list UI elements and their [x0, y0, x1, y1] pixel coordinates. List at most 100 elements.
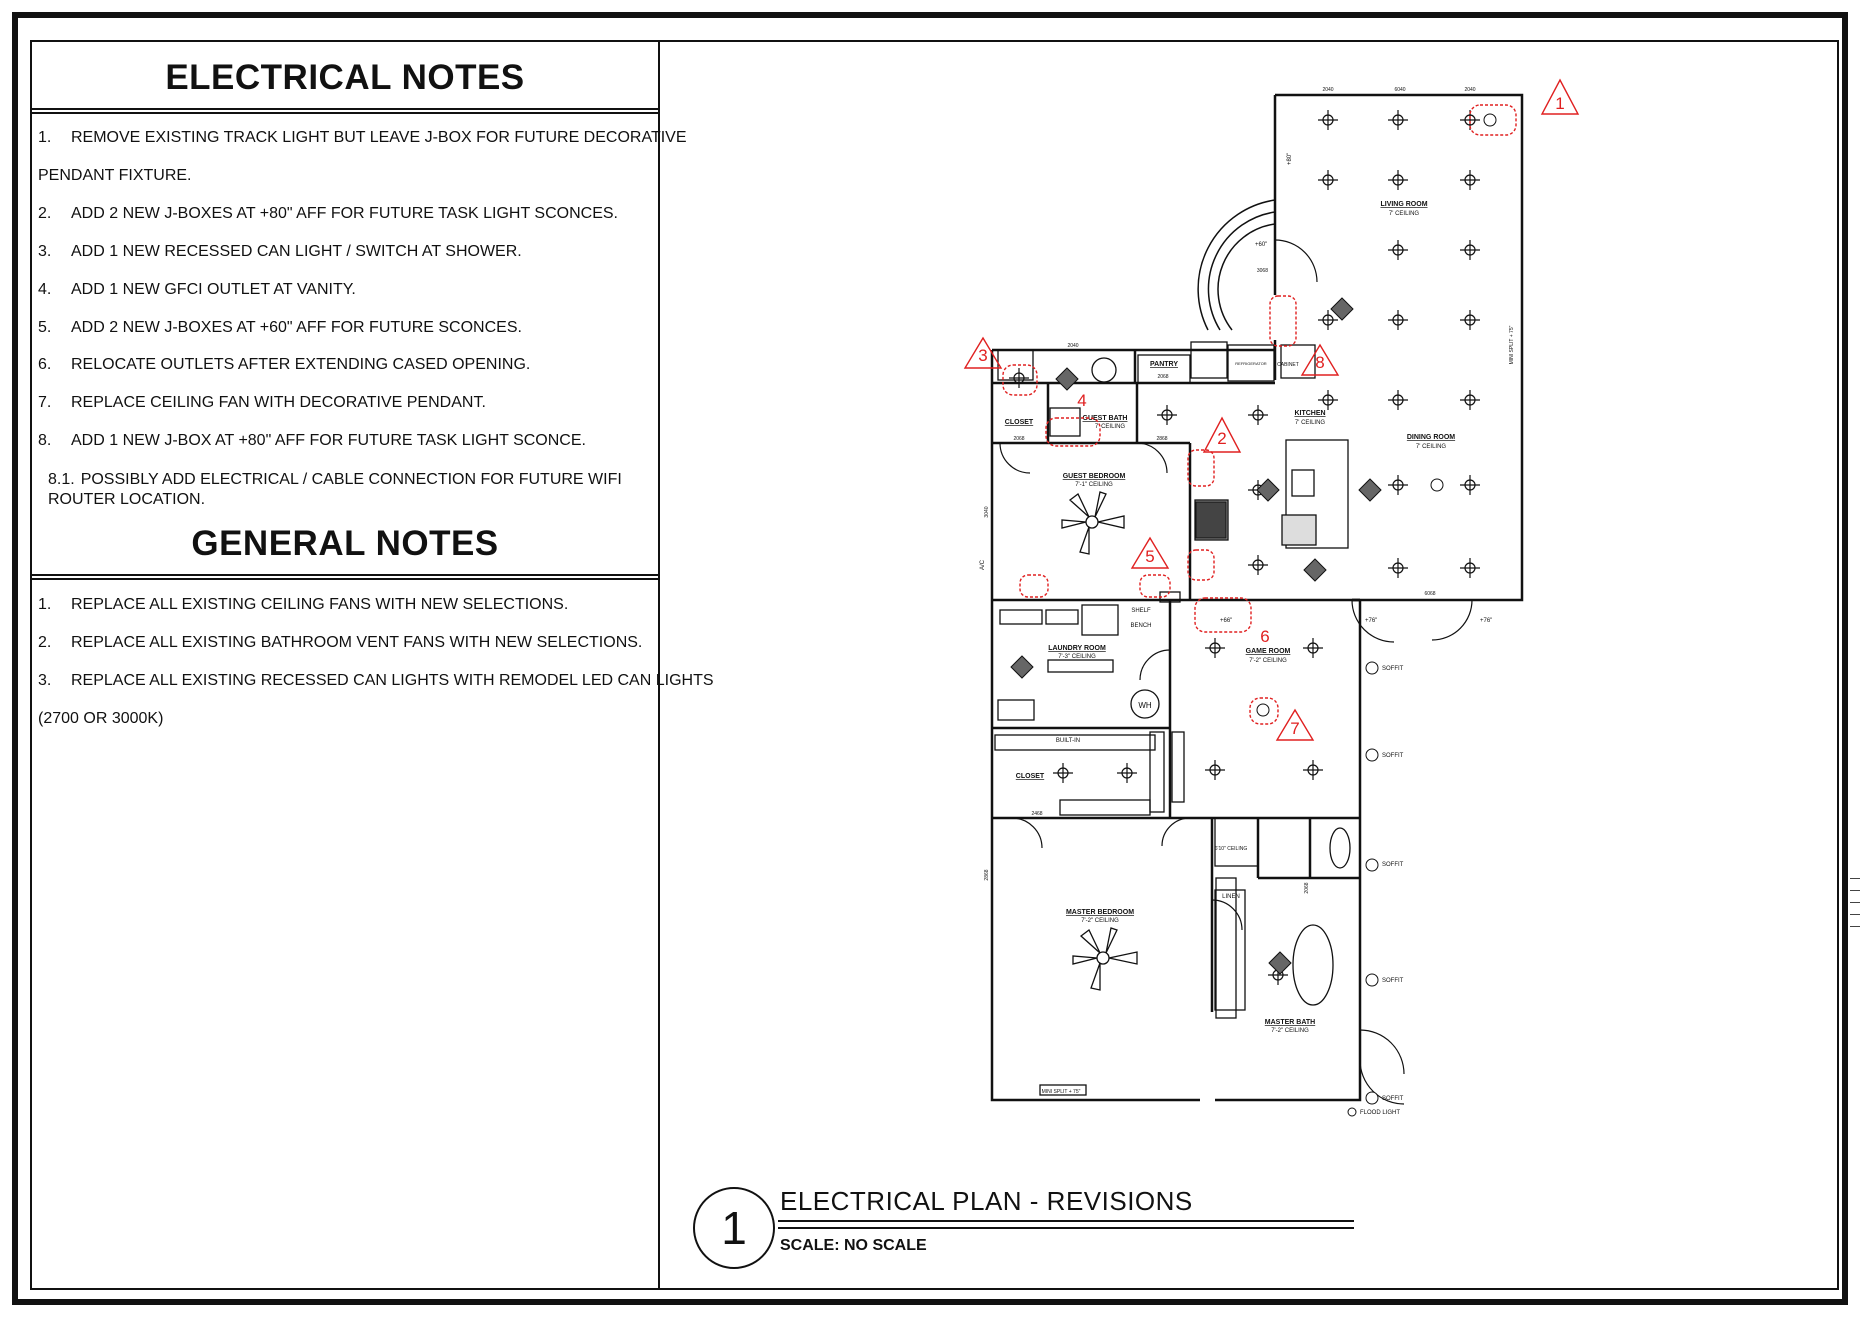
- sheet-inner-border: [30, 40, 1839, 1290]
- outlet-height: +80": [1287, 153, 1293, 165]
- double-rule: [30, 108, 660, 114]
- can-light-icon: [1318, 170, 1338, 190]
- room-label: LAUNDRY ROOM: [1048, 645, 1106, 652]
- electrical-note: 1.REMOVE EXISTING TRACK LIGHT BUT LEAVE …: [38, 129, 687, 146]
- revision-cloud: [1187, 449, 1215, 487]
- title-underline: [778, 1220, 1354, 1229]
- revision-markers: [963, 78, 1580, 741]
- can-light-icon: [1460, 390, 1480, 410]
- general-note: 1.REPLACE ALL EXISTING CEILING FANS WITH…: [38, 596, 569, 613]
- ceiling-fan-icon: [1072, 927, 1138, 991]
- revision-cloud: [1469, 104, 1517, 136]
- revision-cloud: [1002, 364, 1038, 396]
- fixture-labels: SOFFIT SOFFIT SOFFIT SOFFIT SOFFIT FLOOD…: [980, 153, 1492, 1116]
- door-tag: 3040: [984, 506, 990, 517]
- outlet-height: +60": [1255, 242, 1267, 248]
- room-label: SHELF: [1131, 608, 1151, 614]
- can-light-icon: [1460, 310, 1480, 330]
- can-light-icon: [1248, 555, 1268, 575]
- edge-tick: [1850, 878, 1860, 879]
- can-light-icon: [1009, 368, 1029, 388]
- room-label: GUEST BEDROOM: [1063, 473, 1126, 480]
- j-box-icon: [1483, 113, 1497, 127]
- door-tag: 2068: [1157, 374, 1168, 380]
- can-light-icon: [1460, 558, 1480, 578]
- ceiling-fan-icon: [1061, 491, 1125, 555]
- vent-fan-icon: [1010, 655, 1034, 679]
- door-tag: 3068: [1257, 268, 1268, 274]
- can-light-icon: [1460, 475, 1480, 495]
- can-light-icon: [1248, 405, 1268, 425]
- door-tag: 2040: [1067, 343, 1078, 349]
- edge-tick: [1850, 890, 1860, 891]
- room-label: DINING ROOM: [1407, 434, 1455, 441]
- can-light-icon: [1388, 240, 1408, 260]
- revision-triangle: [1540, 78, 1580, 115]
- room-label: PANTRY: [1150, 361, 1178, 368]
- can-lights: [1009, 110, 1480, 985]
- revision-triangle: [963, 336, 1003, 369]
- ceiling-fans: [1061, 491, 1138, 991]
- can-light-icon: [1318, 390, 1338, 410]
- door-tag: 2040: [1322, 87, 1333, 93]
- general-notes-title: GENERAL NOTES: [191, 524, 499, 563]
- room-ceiling: 7'-2" CEILING: [1271, 1028, 1309, 1034]
- electrical-note: 3.ADD 1 NEW RECESSED CAN LIGHT / SWITCH …: [38, 243, 522, 260]
- outlet-height: +66": [1220, 618, 1232, 624]
- vent-fan-icon: [1256, 478, 1280, 502]
- notes-panel: ELECTRICAL NOTES 1.REMOVE EXISTING TRACK…: [30, 40, 714, 1290]
- soffit-label: SOFFIT: [1382, 753, 1404, 759]
- vent-fan-icon: [1330, 297, 1354, 321]
- revision-number: 5: [1145, 547, 1154, 566]
- room-label: LIVING ROOM: [1380, 201, 1427, 208]
- can-light-icon: [1388, 390, 1408, 410]
- room-label: CLOSET: [1016, 773, 1045, 780]
- can-light-icon: [1388, 558, 1408, 578]
- revision-cloud: [1194, 597, 1252, 633]
- room-ceiling: 7'-2" CEILING: [1081, 918, 1119, 924]
- j-box-icon: [1256, 703, 1270, 717]
- electrical-note: 5.ADD 2 NEW J-BOXES AT +60" AFF FOR FUTU…: [38, 319, 522, 336]
- room-label: MASTER BEDROOM: [1066, 909, 1134, 916]
- room-ceiling: 7'-1" CEILING: [1075, 482, 1113, 488]
- vent-fans: [1010, 297, 1382, 975]
- j-box-icon: [1365, 661, 1379, 675]
- j-box-icon: [1365, 973, 1379, 987]
- j-box-icon: [1365, 858, 1379, 872]
- j-box-icon: [1430, 478, 1444, 492]
- double-rule: [30, 574, 660, 580]
- edge-tick: [1850, 902, 1860, 903]
- room-label: BUILT-IN: [1056, 738, 1080, 744]
- can-light-icon: [1318, 110, 1338, 130]
- room-label: LINEN: [1222, 894, 1240, 900]
- door-tag: 6040: [1394, 87, 1405, 93]
- can-light-icon: [1388, 310, 1408, 330]
- electrical-note: 4.ADD 1 NEW GFCI OUTLET AT VANITY.: [38, 281, 356, 298]
- revision-triangle: [1275, 708, 1315, 741]
- vent-fan-icon: [1268, 951, 1292, 975]
- room-label: MINI SPLIT + 75": [1509, 325, 1515, 364]
- ac-label: A/C: [980, 559, 986, 570]
- flood-light-label: FLOOD LIGHT: [1360, 1110, 1400, 1116]
- revision-triangle: [1130, 536, 1170, 569]
- revision-number: 7: [1290, 719, 1299, 738]
- revision-number: 4: [1077, 391, 1086, 410]
- edge-tick: [1850, 914, 1860, 915]
- j-box-icon: [1347, 1107, 1357, 1117]
- revision-cloud: [1269, 295, 1297, 347]
- j-boxes: [1256, 113, 1497, 1117]
- general-note: 2.REPLACE ALL EXISTING BATHROOM VENT FAN…: [38, 634, 643, 651]
- general-note: (2700 OR 3000K): [38, 710, 164, 727]
- edge-tick: [1850, 926, 1860, 927]
- revision-cloud: [1019, 574, 1049, 598]
- room-label: GUEST BATH: [1083, 415, 1128, 422]
- room-label: CABINET: [1277, 362, 1299, 368]
- drawing-title: ELECTRICAL PLAN - REVISIONS: [780, 1186, 1193, 1216]
- drawing-scale: SCALE: NO SCALE: [780, 1237, 927, 1254]
- room-label: GAME ROOM: [1246, 648, 1291, 655]
- electrical-note: 8.1.POSSIBLY ADD ELECTRICAL / CABLE CONN…: [48, 471, 622, 508]
- electrical-note: PENDANT FIXTURE.: [38, 167, 192, 184]
- can-light-icon: [1157, 405, 1177, 425]
- room-ceiling: 7' CEILING: [1416, 444, 1446, 450]
- can-light-icon: [1388, 110, 1408, 130]
